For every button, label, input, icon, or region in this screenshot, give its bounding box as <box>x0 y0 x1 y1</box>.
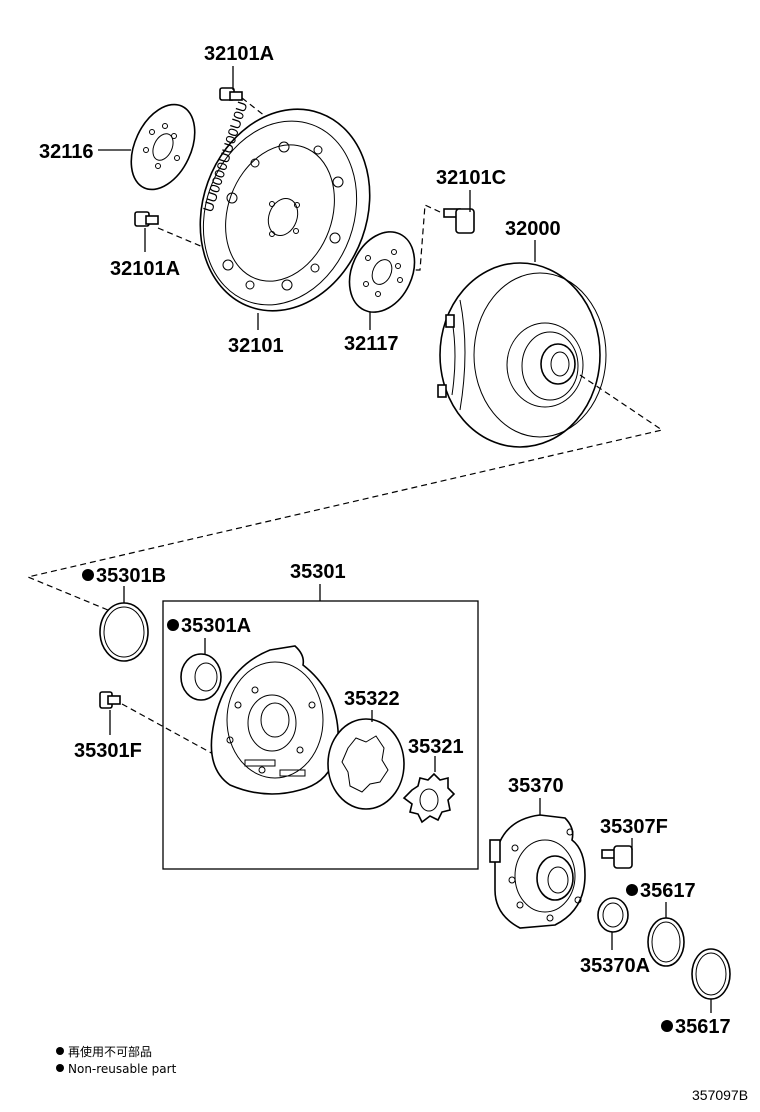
label-32101C: 32101C <box>436 167 506 189</box>
label-35301B: 35301B <box>96 565 166 587</box>
label-32101A-left: 32101A <box>110 258 180 280</box>
label-35322: 35322 <box>344 688 400 710</box>
part-32101A-bolt-top <box>219 87 243 101</box>
part-35301A-oil-seal <box>180 653 222 701</box>
part-35617-ring-upper <box>647 917 685 967</box>
label-35307F: 35307F <box>600 816 668 838</box>
part-35307F-bolt <box>601 845 633 869</box>
legend-japanese: 再使用不可部品 <box>68 1044 152 1059</box>
label-35301: 35301 <box>290 561 346 583</box>
legend-bullet <box>56 1064 64 1072</box>
diagram-code: 357097B <box>692 1087 748 1103</box>
label-35617-upper: 35617 <box>640 880 696 902</box>
part-35617-ring-lower <box>691 948 731 1000</box>
part-35370A-seal-ring <box>597 897 629 933</box>
part-35301F-bolt <box>99 691 121 709</box>
label-35370: 35370 <box>508 775 564 797</box>
label-32101A-top: 32101A <box>204 43 274 65</box>
part-32101A-bolt-left <box>134 211 159 227</box>
label-32101: 32101 <box>228 335 284 357</box>
part-32116-spacer-plate <box>130 103 196 191</box>
part-35321-drive-gear <box>402 772 456 824</box>
label-35617-lower: 35617 <box>675 1016 731 1038</box>
label-35301F: 35301F <box>74 740 142 762</box>
non-reusable-marker <box>661 1020 673 1032</box>
non-reusable-marker <box>626 884 638 896</box>
part-32117-plate <box>348 231 416 313</box>
label-32117: 32117 <box>344 333 399 355</box>
label-35301A: 35301A <box>181 615 251 637</box>
non-reusable-marker <box>82 569 94 581</box>
label-35321: 35321 <box>408 736 464 758</box>
label-32000: 32000 <box>505 218 561 240</box>
part-32101C-bolt <box>443 208 475 234</box>
legend-bullet <box>56 1047 64 1055</box>
part-35301B-o-ring <box>99 602 149 662</box>
label-32116: 32116 <box>39 141 94 163</box>
part-35301-pump-body <box>210 645 339 795</box>
legend-english: Non-reusable part <box>68 1062 177 1076</box>
part-35370-stator-shaft <box>489 814 586 929</box>
part-35322-driven-gear <box>327 718 405 810</box>
label-35370A: 35370A <box>580 955 650 977</box>
part-32000-torque-converter <box>437 262 607 448</box>
non-reusable-marker <box>167 619 179 631</box>
